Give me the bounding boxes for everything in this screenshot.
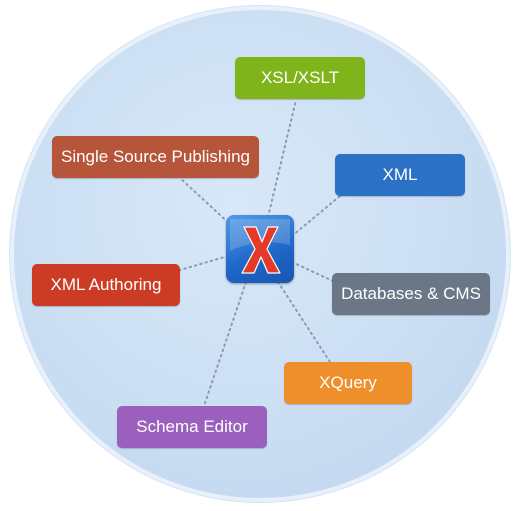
databases-cms-node[interactable]: Databases & CMS bbox=[332, 273, 490, 315]
connector-auth bbox=[179, 255, 229, 271]
connector-xsl bbox=[267, 99, 297, 218]
connector-ssp bbox=[179, 177, 233, 227]
connector-xq bbox=[277, 281, 331, 363]
xquery-node[interactable]: XQuery bbox=[284, 362, 412, 404]
xml-node[interactable]: XML bbox=[335, 154, 465, 196]
single-source-publishing-node[interactable]: Single Source Publishing bbox=[52, 136, 259, 178]
schema-editor-node[interactable]: Schema Editor bbox=[117, 406, 267, 448]
xsl-xslt-node[interactable]: XSL/XSLT bbox=[235, 57, 365, 99]
xml-authoring-node[interactable]: XML Authoring bbox=[32, 264, 180, 306]
connector-schema bbox=[203, 281, 247, 407]
connector-xml bbox=[291, 195, 341, 237]
oxygen-hub[interactable] bbox=[226, 215, 294, 283]
oxygen-x-logo-icon bbox=[230, 219, 290, 274]
connector-db bbox=[291, 261, 336, 283]
